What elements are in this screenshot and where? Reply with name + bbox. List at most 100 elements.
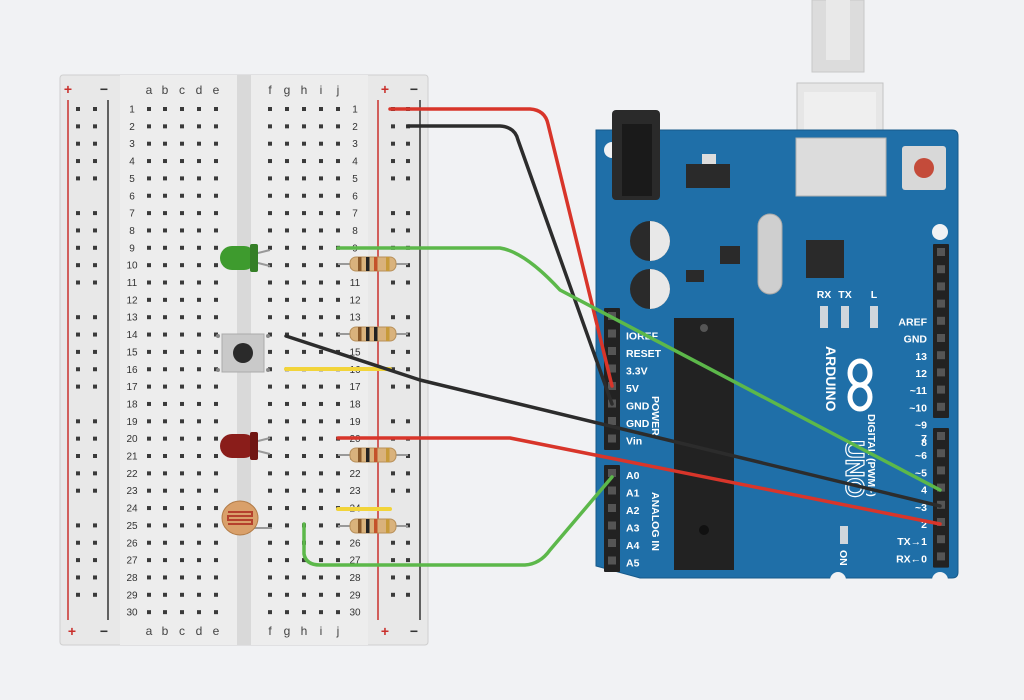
breadboard-hole[interactable]	[163, 315, 167, 320]
breadboard-hole[interactable]	[336, 297, 340, 302]
breadboard-hole[interactable]	[302, 176, 306, 181]
analog-pin-socket[interactable]	[608, 521, 616, 530]
breadboard-hole[interactable]	[147, 523, 151, 528]
breadboard-hole[interactable]	[147, 610, 151, 615]
breadboard-hole[interactable]	[285, 436, 289, 441]
breadboard-hole[interactable]	[285, 488, 289, 493]
rail-hole[interactable]	[76, 592, 80, 597]
breadboard-hole[interactable]	[214, 141, 218, 146]
breadboard-hole[interactable]	[336, 419, 340, 424]
breadboard-hole[interactable]	[180, 245, 184, 250]
rail-hole[interactable]	[391, 176, 395, 181]
breadboard-hole[interactable]	[285, 419, 289, 424]
digital-high-pin-socket[interactable]	[937, 385, 945, 394]
breadboard-hole[interactable]	[147, 454, 151, 458]
breadboard-hole[interactable]	[197, 332, 201, 337]
rail-hole[interactable]	[93, 349, 97, 354]
rail-hole[interactable]	[406, 211, 410, 216]
breadboard-hole[interactable]	[285, 159, 289, 164]
breadboard-hole[interactable]	[302, 488, 306, 493]
breadboard-hole[interactable]	[319, 280, 323, 285]
rail-hole[interactable]	[76, 436, 80, 441]
analog-pin-socket[interactable]	[608, 539, 616, 547]
breadboard-hole[interactable]	[197, 436, 201, 441]
breadboard-hole[interactable]	[180, 211, 184, 216]
analog-pin-socket[interactable]	[608, 469, 616, 477]
breadboard-hole[interactable]	[197, 401, 201, 406]
breadboard-hole[interactable]	[180, 436, 184, 441]
breadboard-hole[interactable]	[197, 349, 201, 354]
breadboard-hole[interactable]	[214, 384, 218, 389]
breadboard-hole[interactable]	[180, 124, 184, 129]
breadboard-hole[interactable]	[285, 228, 289, 233]
rail-hole[interactable]	[76, 349, 80, 354]
breadboard-hole[interactable]	[197, 315, 201, 320]
rail-hole[interactable]	[93, 245, 97, 250]
breadboard-hole[interactable]	[319, 245, 323, 250]
rail-hole[interactable]	[76, 471, 80, 476]
breadboard-hole[interactable]	[319, 506, 323, 511]
breadboard-hole[interactable]	[319, 193, 323, 198]
breadboard-hole[interactable]	[336, 159, 340, 164]
rail-hole[interactable]	[406, 349, 410, 354]
breadboard-hole[interactable]	[197, 297, 201, 302]
breadboard-hole[interactable]	[180, 263, 184, 268]
breadboard-hole[interactable]	[285, 610, 289, 615]
rail-hole[interactable]	[76, 454, 80, 458]
breadboard-hole[interactable]	[319, 211, 323, 216]
breadboard-hole[interactable]	[268, 332, 272, 337]
breadboard-hole[interactable]	[147, 228, 151, 233]
breadboard-hole[interactable]	[214, 159, 218, 164]
breadboard-hole[interactable]	[268, 401, 272, 406]
rail-hole[interactable]	[76, 332, 80, 337]
breadboard-hole[interactable]	[336, 401, 340, 406]
breadboard-hole[interactable]	[197, 245, 201, 250]
breadboard-hole[interactable]	[268, 245, 272, 250]
breadboard-hole[interactable]	[163, 297, 167, 302]
breadboard-hole[interactable]	[319, 488, 323, 493]
breadboard-hole[interactable]	[285, 592, 289, 597]
breadboard-hole[interactable]	[302, 211, 306, 216]
breadboard-hole[interactable]	[180, 419, 184, 424]
rail-hole[interactable]	[76, 245, 80, 250]
breadboard-hole[interactable]	[180, 558, 184, 563]
breadboard-hole[interactable]	[302, 506, 306, 511]
breadboard-hole[interactable]	[302, 193, 306, 198]
power-pin-socket[interactable]	[608, 434, 616, 443]
breadboard-hole[interactable]	[214, 367, 218, 372]
breadboard-hole[interactable]	[180, 176, 184, 181]
breadboard-hole[interactable]	[268, 540, 272, 545]
breadboard-hole[interactable]	[147, 332, 151, 337]
breadboard-hole[interactable]	[214, 245, 218, 250]
breadboard-hole[interactable]	[268, 107, 272, 111]
breadboard-hole[interactable]	[302, 454, 306, 458]
breadboard-hole[interactable]	[147, 159, 151, 164]
breadboard-hole[interactable]	[180, 540, 184, 545]
breadboard-hole[interactable]	[268, 488, 272, 493]
breadboard-hole[interactable]	[163, 610, 167, 615]
breadboard-hole[interactable]	[147, 558, 151, 563]
breadboard-hole[interactable]	[197, 592, 201, 597]
breadboard-hole[interactable]	[319, 401, 323, 406]
breadboard-hole[interactable]	[319, 471, 323, 476]
breadboard-hole[interactable]	[180, 315, 184, 320]
breadboard-hole[interactable]	[147, 471, 151, 476]
breadboard-hole[interactable]	[180, 384, 184, 389]
breadboard-hole[interactable]	[180, 575, 184, 580]
rail-hole[interactable]	[93, 471, 97, 476]
rail-hole[interactable]	[391, 471, 395, 476]
breadboard-hole[interactable]	[268, 592, 272, 597]
breadboard-hole[interactable]	[163, 419, 167, 424]
rail-hole[interactable]	[93, 211, 97, 216]
breadboard-hole[interactable]	[336, 592, 340, 597]
breadboard-hole[interactable]	[180, 523, 184, 528]
breadboard-hole[interactable]	[180, 592, 184, 597]
breadboard-hole[interactable]	[319, 558, 323, 563]
breadboard-hole[interactable]	[285, 471, 289, 476]
breadboard-hole[interactable]	[336, 280, 340, 285]
rail-hole[interactable]	[391, 367, 395, 372]
rail-hole[interactable]	[406, 419, 410, 424]
rail-hole[interactable]	[391, 141, 395, 146]
breadboard-hole[interactable]	[163, 193, 167, 198]
breadboard-hole[interactable]	[302, 558, 306, 563]
